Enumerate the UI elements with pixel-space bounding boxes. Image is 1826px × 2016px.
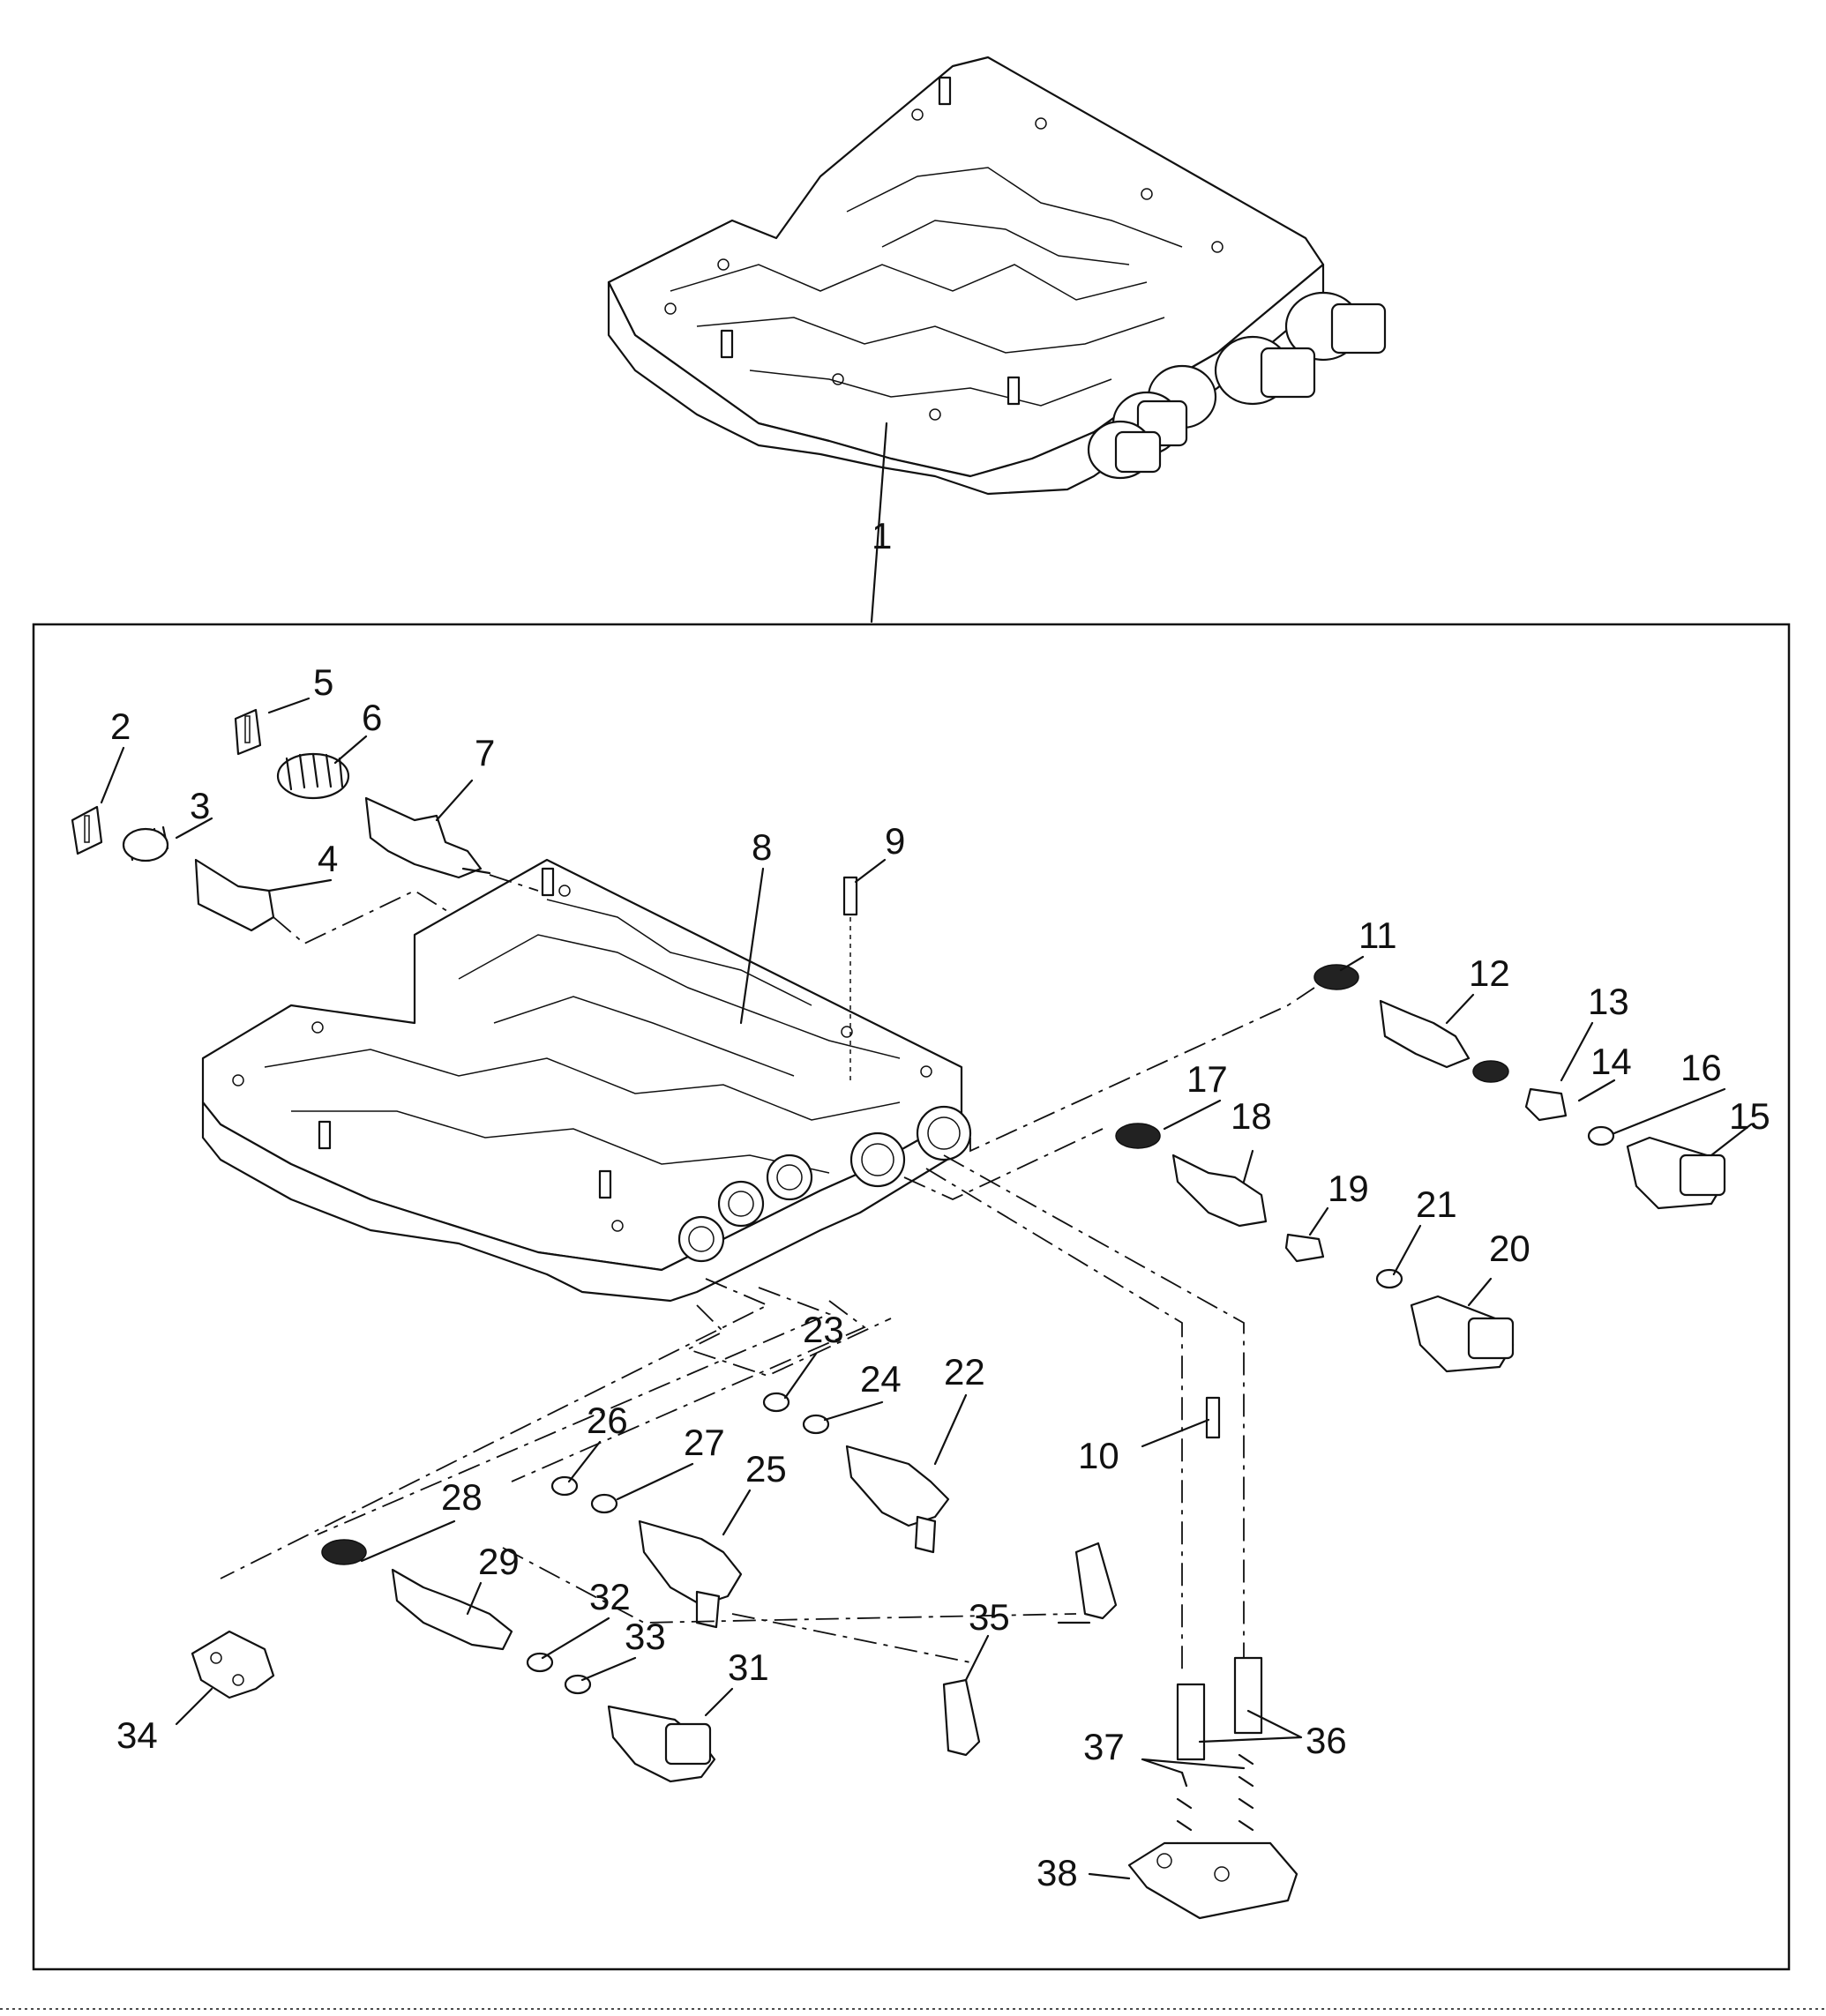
callout-25: 25: [745, 1448, 787, 1490]
callout-17: 17: [1186, 1058, 1228, 1100]
callout-26: 26: [587, 1400, 628, 1441]
callout-1: 1: [872, 515, 892, 556]
callout-7: 7: [475, 732, 495, 773]
valve-body-assembly: [607, 56, 1387, 496]
callout-22: 22: [944, 1351, 985, 1393]
callout-13: 13: [1588, 981, 1629, 1022]
callout-27: 27: [684, 1422, 725, 1463]
callout-8: 8: [752, 826, 772, 868]
right-valve-train-lower: [1115, 1123, 1515, 1373]
callout-21: 21: [1416, 1183, 1457, 1225]
callout-35: 35: [969, 1596, 1010, 1638]
callout-28: 28: [441, 1476, 483, 1518]
callout-9: 9: [885, 820, 905, 862]
bracket-34: [191, 1630, 275, 1699]
callout-37: 37: [1083, 1726, 1125, 1767]
callout-12: 12: [1469, 952, 1510, 994]
leader-lines: [100, 697, 1753, 1880]
solenoid-25: [550, 1475, 743, 1629]
callout-14: 14: [1590, 1041, 1632, 1082]
callout-18: 18: [1231, 1095, 1272, 1137]
callout-labels: 1 2 3 4 5 6 7 8 9 10 11 12 13 14 15 16 1…: [110, 515, 1770, 1893]
dowel-pin-9: [842, 876, 858, 1085]
callout-5: 5: [313, 661, 333, 703]
callout-24: 24: [860, 1358, 902, 1400]
right-valve-train-upper: [1313, 964, 1726, 1210]
callout-10: 10: [1078, 1435, 1119, 1476]
callout-38: 38: [1036, 1852, 1078, 1893]
callout-4: 4: [318, 838, 338, 879]
plate-assembly: [925, 1154, 1298, 1920]
clip-35: [942, 1542, 1118, 1757]
left-valve-train: [71, 708, 491, 932]
callout-29: 29: [478, 1541, 520, 1582]
callout-15: 15: [1729, 1095, 1770, 1137]
exploded-view-frame: [32, 623, 1791, 1971]
callout-16: 16: [1680, 1047, 1722, 1088]
solenoid-22: [762, 1392, 950, 1554]
valve-body: [201, 858, 972, 1303]
callout-33: 33: [625, 1616, 666, 1657]
callout-32: 32: [589, 1576, 631, 1617]
callout-23: 23: [803, 1309, 844, 1350]
callout-2: 2: [110, 706, 131, 747]
callout-3: 3: [190, 785, 210, 826]
callout-19: 19: [1328, 1168, 1369, 1209]
callout-6: 6: [362, 697, 382, 738]
callout-11: 11: [1358, 915, 1397, 956]
callout-31: 31: [728, 1646, 769, 1688]
valve-train-28-31: [321, 1539, 716, 1783]
callout-36: 36: [1306, 1720, 1347, 1761]
callout-34: 34: [116, 1714, 158, 1756]
callout-20: 20: [1489, 1228, 1530, 1269]
